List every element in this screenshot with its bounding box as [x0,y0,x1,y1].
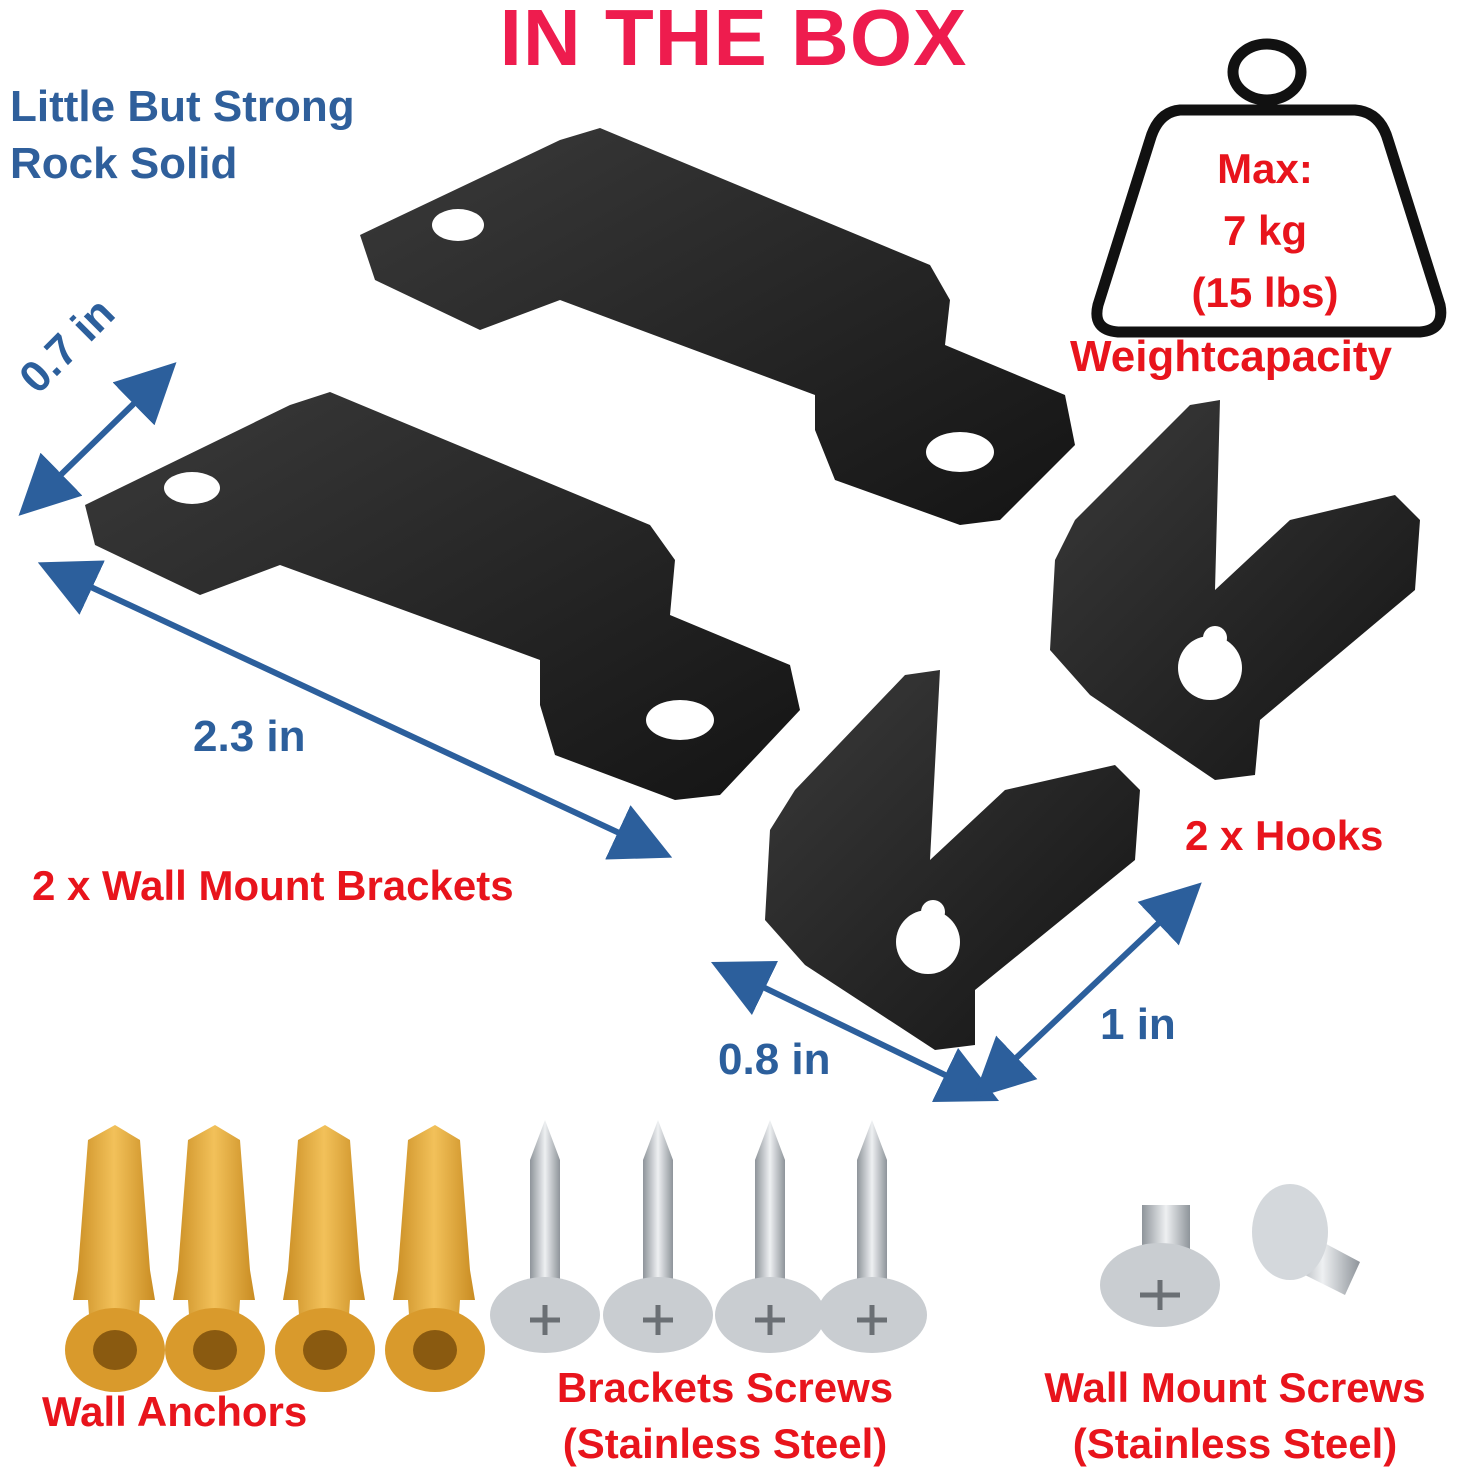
bracket-screw [715,1120,825,1353]
label-hooks: 2 x Hooks [1185,812,1384,859]
dimension-arrow [710,961,1000,1102]
wall-anchor [65,1125,165,1392]
dimension-hook-length: 1 in [1100,1000,1176,1049]
hook [765,670,1140,1050]
bracket-screw [817,1120,927,1353]
dimension-bracket-length: 2.3 in [193,712,306,761]
dimension-arrow [973,882,1202,1099]
label-bracket-screws-line2: (Stainless Steel) [562,1420,888,1467]
label-bracket-screws: Brackets Screws (Stainless Steel) [500,1360,950,1472]
wall-anchor [275,1125,375,1392]
hook [1050,400,1420,780]
wall-anchor [165,1125,265,1392]
dimension-arrow [18,362,177,516]
label-wall-anchors: Wall Anchors [42,1388,308,1435]
weight-kg-value: 7 kg [1222,207,1308,254]
bracket-screw [490,1120,600,1353]
wall-mount-bracket [360,128,1075,525]
wall-anchor [385,1125,485,1392]
label-brackets: 2 x Wall Mount Brackets [32,862,514,909]
weight-lbs-value: (15 lbs) [1191,269,1339,316]
weight-label: Max: 7 kg (15 lbs) [1140,138,1390,324]
label-bracket-screws-line1: Brackets Screws [556,1364,894,1411]
dimension-hook-width: 0.8 in [718,1035,831,1084]
dimension-arrow [37,560,673,860]
label-wall-mount-screws: Wall Mount Screws (Stainless Steel) [1005,1360,1465,1472]
tagline: Little But Strong Rock Solid [10,78,355,192]
wall-mount-screw [1100,1205,1220,1327]
weight-icon [1091,38,1447,338]
weight-max-label: Max: [1217,145,1313,192]
tagline-line2: Rock Solid [10,139,238,189]
page-title: IN THE BOX [499,0,968,82]
label-wall-mount-screws-line2: (Stainless Steel) [1072,1420,1398,1467]
weight-capacity-caption: Weightcapacity [1070,332,1392,381]
label-wall-mount-screws-line1: Wall Mount Screws [1044,1364,1426,1411]
wall-mount-screw [1252,1184,1360,1295]
bracket-screw [603,1120,713,1353]
tagline-line1: Little But Strong [10,82,355,131]
